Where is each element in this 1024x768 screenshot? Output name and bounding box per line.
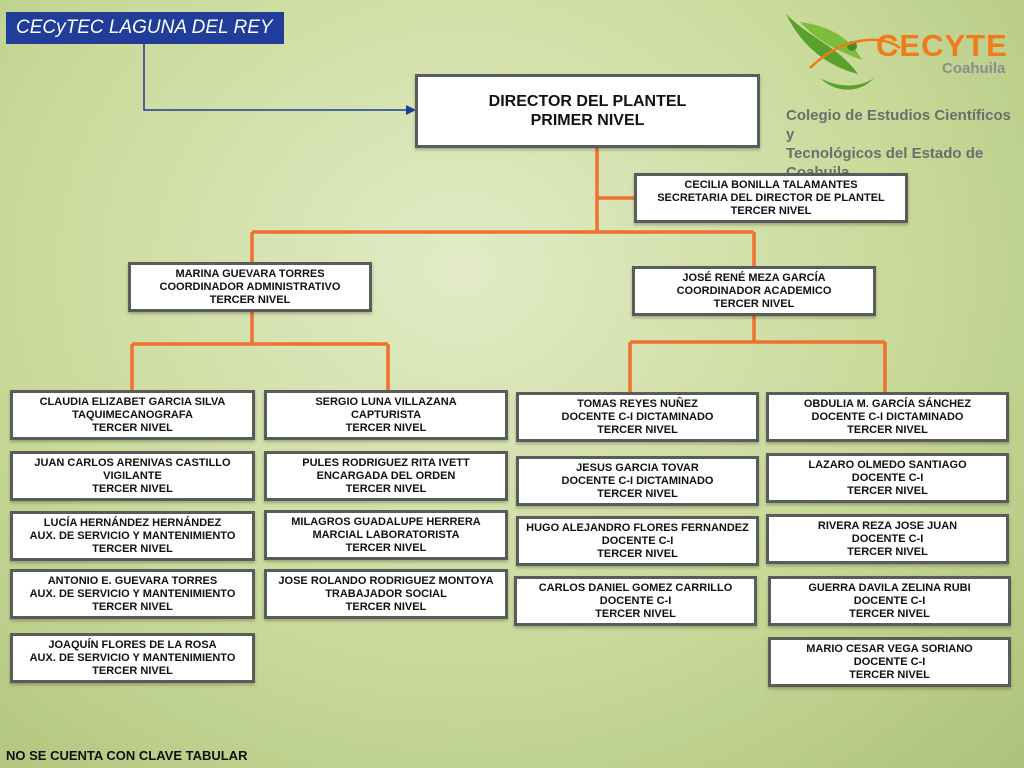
staff-name: MILAGROS GUADALUPE HERRERA — [291, 515, 481, 528]
staff-name: CLAUDIA ELIZABET GARCIA SILVA — [39, 395, 226, 408]
staff-name: OBDULIA M. GARCÍA SÁNCHEZ — [803, 397, 972, 410]
cecyte-logo — [786, 14, 901, 90]
staff-level: TERCER NIVEL — [345, 482, 427, 495]
staff-role: AUX. DE SERVICIO Y MANTENIMIENTO — [29, 587, 236, 600]
staff-level: TERCER NIVEL — [849, 668, 930, 681]
staff-level: TERCER NIVEL — [92, 421, 173, 434]
staff-role: DOCENTE C-I — [853, 594, 926, 607]
staff-role: DOCENTE C-I DICTAMINADO — [561, 410, 714, 423]
logo-caption: Colegio de Estudios Científicos y Tecnol… — [786, 106, 1022, 182]
staff-level: TERCER NIVEL — [345, 600, 427, 613]
campus-title: CECyTEC LAGUNA DEL REY — [6, 12, 284, 44]
academic-level: TERCER NIVEL — [713, 297, 795, 310]
staff-role: VIGILANTE — [103, 469, 162, 482]
staff-name: MARIO CESAR VEGA SORIANO — [806, 642, 973, 655]
staff-level: TERCER NIVEL — [849, 607, 930, 620]
admin-coordinator-box: MARINA GUEVARA TORRES COORDINADOR ADMINI… — [128, 262, 372, 312]
staff-role: AUX. DE SERVICIO Y MANTENIMIENTO — [29, 529, 236, 542]
secretary-name: CECILIA BONILLA TALAMANTES — [684, 178, 858, 191]
staff-name: PULES RODRIGUEZ RITA IVETT — [302, 456, 470, 469]
staff-name: HUGO ALEJANDRO FLORES FERNANDEZ — [526, 521, 749, 534]
staff-box-col4-2: RIVERA REZA JOSE JUAN DOCENTE C-I TERCER… — [766, 514, 1009, 564]
staff-box-col2-0: SERGIO LUNA VILLAZANA CAPTURISTA TERCER … — [264, 390, 508, 440]
staff-role: DOCENTE C-I DICTAMINADO — [561, 474, 714, 487]
admin-level: TERCER NIVEL — [209, 293, 291, 306]
admin-role: COORDINADOR ADMINISTRATIVO — [159, 280, 341, 293]
staff-name: TOMAS REYES NUÑEZ — [577, 397, 698, 410]
staff-box-col3-0: TOMAS REYES NUÑEZ DOCENTE C-I DICTAMINAD… — [516, 392, 759, 442]
staff-role: DOCENTE C-I — [853, 655, 926, 668]
staff-box-col4-0: OBDULIA M. GARCÍA SÁNCHEZ DOCENTE C-I DI… — [766, 392, 1009, 442]
staff-name: SERGIO LUNA VILLAZANA — [315, 395, 457, 408]
staff-level: TERCER NIVEL — [847, 545, 928, 558]
director-title: DIRECTOR DEL PLANTEL — [488, 93, 687, 110]
staff-role: DOCENTE C-I — [851, 471, 924, 484]
director-level: PRIMER NIVEL — [530, 112, 645, 129]
arrow-head — [406, 105, 416, 115]
staff-role: CAPTURISTA — [350, 408, 422, 421]
staff-box-col1-1: JUAN CARLOS ARENIVAS CASTILLO VIGILANTE … — [10, 451, 255, 501]
staff-role: TAQUIMECANOGRAFA — [72, 408, 193, 421]
staff-name: ANTONIO E. GUEVARA TORRES — [47, 574, 218, 587]
logo-name: CECYTE — [876, 28, 1008, 63]
staff-box-col1-0: CLAUDIA ELIZABET GARCIA SILVA TAQUIMECAN… — [10, 390, 255, 440]
staff-level: TERCER NIVEL — [92, 664, 173, 677]
staff-box-col3-1: JESUS GARCIA TOVAR DOCENTE C-I DICTAMINA… — [516, 456, 759, 506]
org-connectors — [130, 148, 887, 392]
staff-role: DOCENTE C-I — [851, 532, 924, 545]
staff-level: TERCER NIVEL — [847, 423, 928, 436]
staff-level: TERCER NIVEL — [92, 542, 173, 555]
staff-role: DOCENTE C-I DICTAMINADO — [811, 410, 964, 423]
director-box: DIRECTOR DEL PLANTEL PRIMER NIVEL — [415, 74, 760, 148]
logo-caption-line1: Colegio de Estudios Científicos y — [786, 107, 1012, 143]
footer-note: NO SE CUENTA CON CLAVE TABULAR — [6, 748, 248, 763]
staff-role: DOCENTE C-I — [599, 594, 672, 607]
staff-name: JESUS GARCIA TOVAR — [576, 461, 699, 474]
staff-name: JOSE ROLANDO RODRIGUEZ MONTOYA — [278, 574, 494, 587]
staff-box-col1-3: ANTONIO E. GUEVARA TORRES AUX. DE SERVIC… — [10, 569, 255, 619]
staff-name: RIVERA REZA JOSE JUAN — [817, 519, 958, 532]
admin-name: MARINA GUEVARA TORRES — [175, 267, 325, 280]
staff-level: TERCER NIVEL — [597, 547, 678, 560]
staff-box-col4-4: MARIO CESAR VEGA SORIANO DOCENTE C-I TER… — [768, 637, 1011, 687]
staff-role: ENCARGADA DEL ORDEN — [316, 469, 456, 482]
staff-level: TERCER NIVEL — [597, 423, 678, 436]
staff-level: TERCER NIVEL — [597, 487, 678, 500]
staff-level: TERCER NIVEL — [847, 484, 928, 497]
staff-name: LUCÍA HERNÁNDEZ HERNÁNDEZ — [43, 516, 222, 529]
staff-box-col2-1: PULES RODRIGUEZ RITA IVETT ENCARGADA DEL… — [264, 451, 508, 501]
staff-level: TERCER NIVEL — [92, 600, 173, 613]
logo-region: Coahuila — [942, 60, 1006, 77]
staff-role: DOCENTE C-I — [601, 534, 674, 547]
staff-level: TERCER NIVEL — [345, 421, 427, 434]
title-arrow — [143, 44, 410, 111]
academic-role: COORDINADOR ACADEMICO — [676, 284, 832, 297]
secretary-box: CECILIA BONILLA TALAMANTES SECRETARIA DE… — [634, 173, 908, 223]
staff-role: TRABAJADOR SOCIAL — [325, 587, 447, 600]
secretary-level: TERCER NIVEL — [730, 204, 812, 217]
staff-box-col3-3: CARLOS DANIEL GOMEZ CARRILLO DOCENTE C-I… — [514, 576, 757, 626]
staff-level: TERCER NIVEL — [595, 607, 676, 620]
staff-level: TERCER NIVEL — [92, 482, 173, 495]
staff-box-col1-4: JOAQUÍN FLORES DE LA ROSA AUX. DE SERVIC… — [10, 633, 255, 683]
staff-box-col3-2: HUGO ALEJANDRO FLORES FERNANDEZ DOCENTE … — [516, 516, 759, 566]
academic-name: JOSÉ RENÉ MEZA GARCÍA — [682, 271, 826, 284]
staff-box-col4-3: GUERRA DAVILA ZELINA RUBI DOCENTE C-I TE… — [768, 576, 1011, 626]
staff-name: JUAN CARLOS ARENIVAS CASTILLO — [34, 456, 231, 469]
staff-level: TERCER NIVEL — [345, 541, 427, 554]
academic-coordinator-box: JOSÉ RENÉ MEZA GARCÍA COORDINADOR ACADEM… — [632, 266, 876, 316]
staff-name: LAZARO OLMEDO SANTIAGO — [808, 458, 967, 471]
staff-box-col2-3: JOSE ROLANDO RODRIGUEZ MONTOYA TRABAJADO… — [264, 569, 508, 619]
staff-role: MARCIAL LABORATORISTA — [312, 528, 460, 541]
staff-role: AUX. DE SERVICIO Y MANTENIMIENTO — [29, 651, 236, 664]
staff-box-col2-2: MILAGROS GUADALUPE HERRERA MARCIAL LABOR… — [264, 510, 508, 560]
staff-name: GUERRA DAVILA ZELINA RUBI — [808, 581, 971, 594]
staff-box-col4-1: LAZARO OLMEDO SANTIAGO DOCENTE C-I TERCE… — [766, 453, 1009, 503]
secretary-role: SECRETARIA DEL DIRECTOR DE PLANTEL — [657, 191, 885, 204]
staff-name: CARLOS DANIEL GOMEZ CARRILLO — [538, 581, 733, 594]
staff-box-col1-2: LUCÍA HERNÁNDEZ HERNÁNDEZ AUX. DE SERVIC… — [10, 511, 255, 561]
staff-name: JOAQUÍN FLORES DE LA ROSA — [48, 638, 217, 651]
